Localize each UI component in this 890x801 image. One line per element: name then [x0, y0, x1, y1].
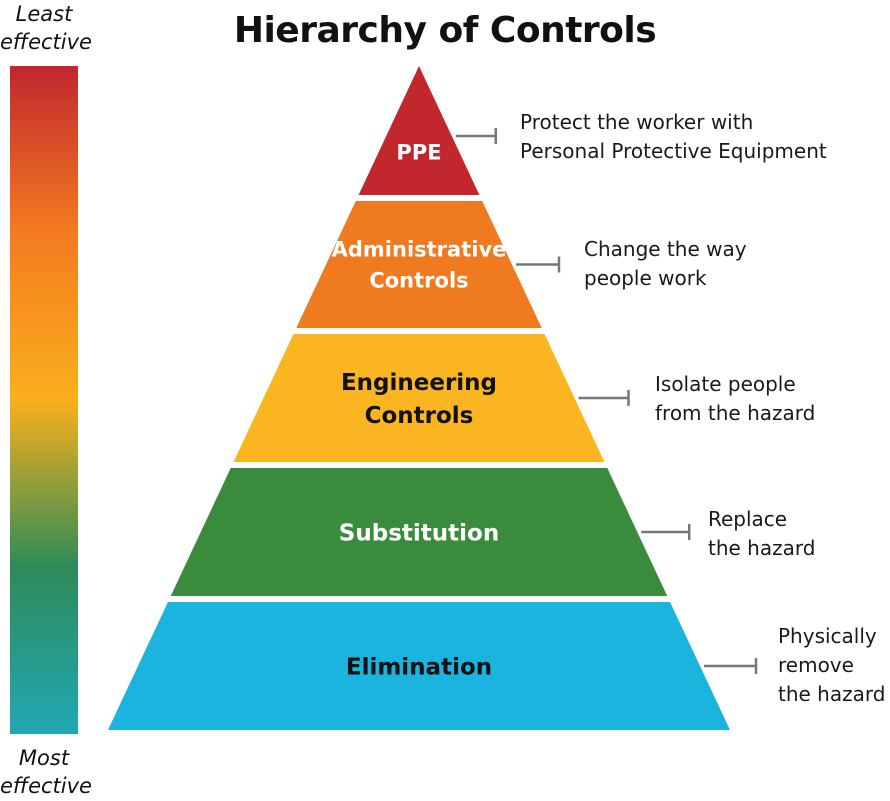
- engineering-description-line: Isolate people: [655, 372, 796, 396]
- least-effective-label: Least effective: [0, 0, 92, 56]
- tier-ppe-shape: [358, 66, 480, 195]
- tier-elimination: Elimination: [108, 602, 758, 730]
- tier-elimination-shape: [108, 602, 730, 730]
- effectiveness-gradient-bar: [10, 66, 78, 734]
- tier-ppe-label: PPE: [396, 141, 441, 165]
- most-effective-label: Most effective: [0, 744, 92, 800]
- tier-administrative-shape: [296, 201, 542, 328]
- substitution-description-line: the hazard: [708, 536, 816, 560]
- elimination-description-line: the hazard: [778, 682, 886, 706]
- tier-substitution: Substitution: [170, 468, 691, 596]
- substitution-description: Replace the hazard: [708, 505, 815, 563]
- ppe-description: Protect the worker with Personal Protect…: [520, 108, 827, 166]
- tier-administrative-label: Administrative: [332, 238, 507, 262]
- tier-administrative-label: Controls: [369, 269, 468, 293]
- elimination-description: Physically remove the hazard: [778, 622, 885, 709]
- tier-engineering-label: Controls: [365, 403, 474, 429]
- engineering-description-line: from the hazard: [655, 401, 816, 425]
- least-effective-line-2: effective: [0, 30, 92, 54]
- tier-engineering-shape: [233, 334, 605, 462]
- tier-elimination-label: Elimination: [346, 654, 492, 680]
- elimination-description-line: Physically: [778, 624, 877, 648]
- administrative-description-line: Change the way: [584, 237, 747, 261]
- tier-substitution-shape: [170, 468, 668, 596]
- engineering-description: Isolate people from the hazard: [655, 370, 815, 428]
- page-title: Hierarchy of Controls: [233, 10, 657, 51]
- administrative-description: Change the way people work: [584, 235, 747, 293]
- most-effective-line-1: Most: [18, 746, 70, 770]
- tier-engineering-label: Engineering: [341, 370, 497, 396]
- tier-substitution-label: Substitution: [339, 520, 499, 546]
- tier-ppe: PPE: [358, 66, 498, 195]
- administrative-description-line: people work: [584, 266, 707, 290]
- ppe-description-line: Protect the worker with: [520, 110, 754, 134]
- elimination-description-line: remove: [778, 653, 854, 677]
- ppe-description-line: Personal Protective Equipment: [520, 139, 827, 163]
- substitution-description-line: Replace: [708, 507, 788, 531]
- least-effective-line-1: Least: [15, 2, 73, 26]
- most-effective-line-2: effective: [0, 774, 92, 798]
